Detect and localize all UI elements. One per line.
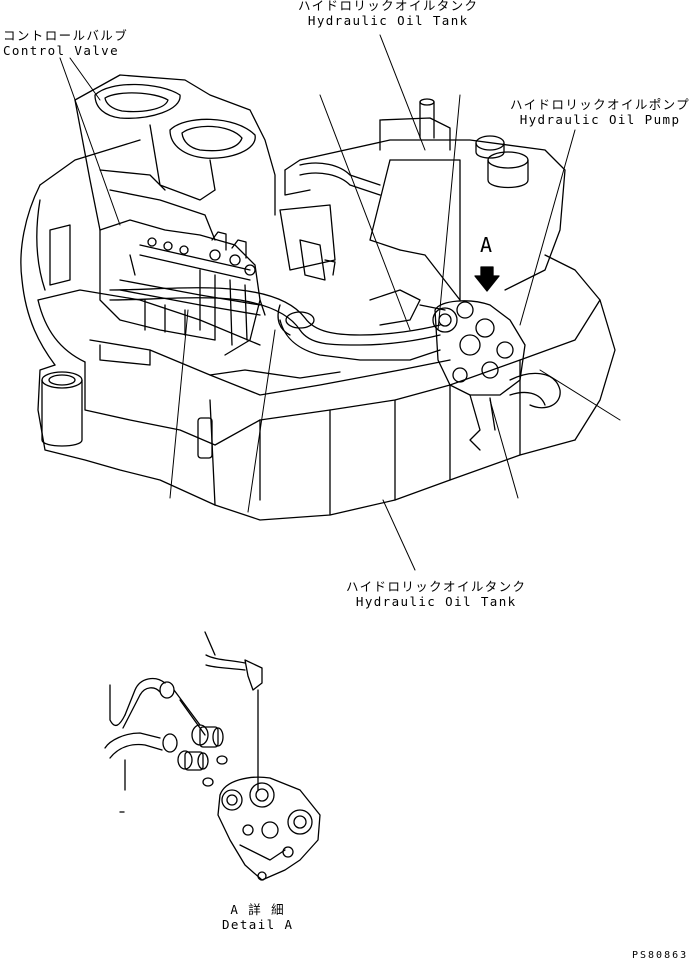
part-code: PS80863 <box>632 950 689 961</box>
control-valve <box>99 219 261 356</box>
tank-bottom-label: ハイドロリックオイルタンク Hydraulic Oil Tank <box>346 579 526 609</box>
machine-frame <box>20 139 616 521</box>
tank-top-label: ハイドロリックオイルタンク Hydraulic Oil Tank <box>298 0 478 28</box>
control-valve-label: コントロールバルブ Control Valve <box>3 28 128 58</box>
hydraulic-pump <box>419 300 561 451</box>
control-valve-label-jp: コントロールバルブ <box>3 28 129 43</box>
hydraulic-tank-assembly <box>279 98 566 301</box>
tank-bottom-label-jp: ハイドロリックオイルタンク <box>346 579 527 594</box>
detail-a-caption: A 詳 細 Detail A <box>222 902 293 932</box>
tank-top-label-jp: ハイドロリックオイルタンク <box>298 0 479 13</box>
leader-lines <box>59 34 621 571</box>
detail-a-drawing <box>104 631 321 881</box>
detail-a-caption-en: Detail A <box>222 917 294 932</box>
view-marker-a: A <box>480 233 493 257</box>
detail-a-caption-jp: A 詳 細 <box>230 902 285 917</box>
pump-label-en: Hydraulic Oil Pump <box>519 112 681 127</box>
hydraulic-hoses <box>109 287 441 361</box>
tank-top-label-en: Hydraulic Oil Tank <box>307 13 469 28</box>
view-arrow-a <box>474 266 500 292</box>
control-valve-label-en: Control Valve <box>3 43 120 58</box>
pump-label-jp: ハイドロリックオイルポンプ <box>510 97 691 112</box>
pump-label: ハイドロリックオイルポンプ Hydraulic Oil Pump <box>510 97 690 127</box>
cab-frame <box>74 74 276 241</box>
tank-bottom-label-en: Hydraulic Oil Tank <box>355 594 517 609</box>
